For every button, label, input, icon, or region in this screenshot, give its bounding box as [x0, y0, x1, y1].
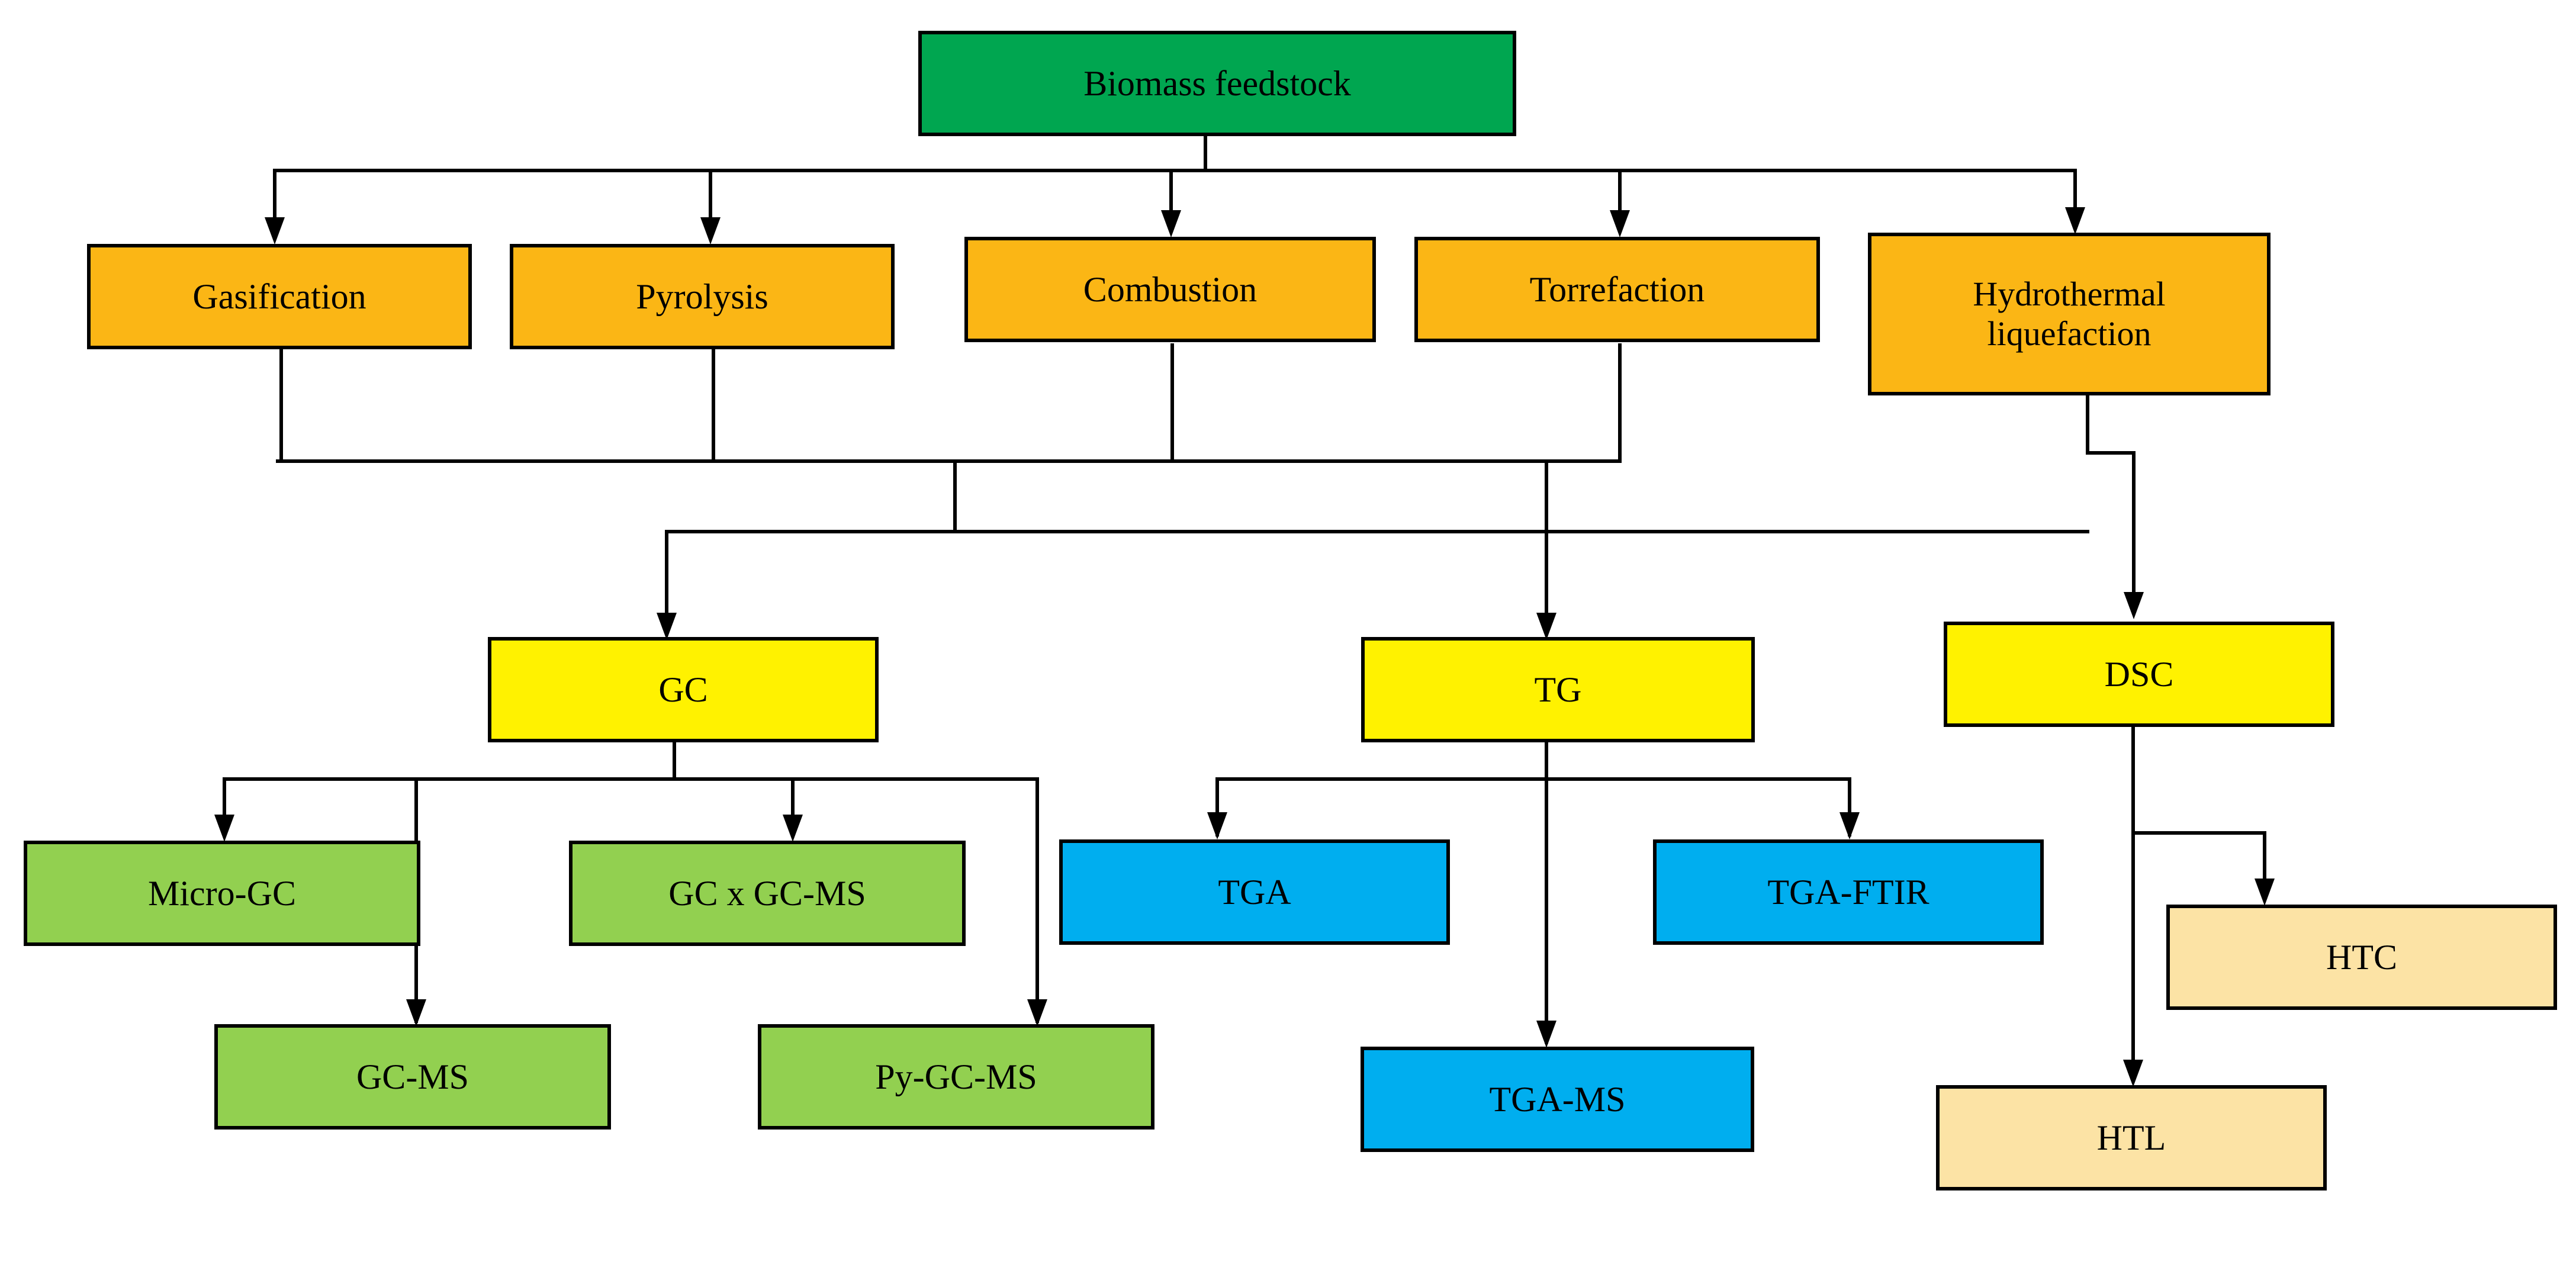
arrowhead-gcms	[406, 999, 426, 1027]
edge-combustion-down	[1170, 343, 1174, 463]
arrowhead-pygcms	[1027, 999, 1047, 1027]
edge-feedstock-to-hydrothermal	[2073, 169, 2077, 216]
node-label-gc-ms: GC-MS	[356, 1057, 469, 1096]
node-tga-ftir[interactable]: TGA-FTIR	[1653, 839, 2044, 945]
node-label-tga-ms: TGA-MS	[1489, 1079, 1626, 1119]
arrowhead-tga-ftir	[1839, 812, 1860, 839]
node-label-tga-ftir: TGA-FTIR	[1767, 872, 1929, 912]
edge-bus-to-tg	[1545, 459, 1548, 633]
edge-tg-to-tga-ms	[1545, 777, 1548, 1044]
edge-gc-bus	[223, 777, 1039, 781]
arrowhead-torrefaction	[1610, 210, 1630, 237]
arrowhead-pyrolysis	[700, 217, 721, 244]
arrowhead-combustion	[1161, 210, 1181, 237]
node-label-gc: GC	[658, 670, 708, 709]
edge-jog-to-htc	[2263, 831, 2266, 890]
node-label-biomass-feedstock: Biomass feedstock	[1083, 63, 1351, 103]
node-htl[interactable]: HTL	[1936, 1085, 2327, 1190]
node-biomass-feedstock[interactable]: Biomass feedstock	[918, 31, 1516, 136]
node-label-combustion: Combustion	[1083, 269, 1258, 309]
edge-torrefaction-down	[1618, 343, 1622, 463]
edge-tg-to-tga-ftir	[1848, 777, 1851, 836]
arrowhead-tga-ms	[1536, 1021, 1556, 1048]
node-label-pyrolysis: Pyrolysis	[636, 276, 768, 316]
edge-feedstock-to-gasification	[273, 169, 276, 225]
edge-tg-to-tga	[1215, 777, 1219, 836]
arrowhead-hydrothermal	[2065, 207, 2085, 234]
node-label-hydrothermal-line1: Hydrothermal	[1973, 274, 2166, 313]
node-gc-ms[interactable]: GC-MS	[214, 1024, 611, 1130]
node-label-dsc: DSC	[2104, 654, 2174, 694]
arrowhead-tga	[1207, 812, 1227, 839]
edge-dsc-to-htl	[2131, 831, 2135, 1081]
node-label-tg: TG	[1534, 670, 1582, 709]
edge-gasification-down	[279, 349, 283, 463]
node-hydrothermal-liquefaction[interactable]: Hydrothermal liquefaction	[1868, 233, 2271, 395]
edge-gc-to-gcxgcms	[791, 777, 795, 836]
node-tg[interactable]: TG	[1361, 637, 1755, 742]
edge-dsc-stem	[2131, 727, 2135, 835]
arrowhead-gasification	[265, 217, 285, 244]
node-htc[interactable]: HTC	[2166, 905, 2557, 1010]
edge-feedstock-to-combustion	[1169, 169, 1173, 219]
edge-bus-lower	[665, 530, 2089, 533]
edge-feedstock-bus	[273, 169, 2077, 172]
edge-feedstock-to-torrefaction	[1618, 169, 1622, 219]
node-pyrolysis[interactable]: Pyrolysis	[510, 244, 895, 349]
edge-gc-to-pygcms	[1035, 777, 1039, 1023]
node-tga[interactable]: TGA	[1059, 839, 1450, 945]
node-label-htl: HTL	[2096, 1118, 2166, 1157]
node-label-gc-x-gc-ms: GC x GC-MS	[668, 873, 866, 913]
edge-bus-upper-to-lower	[953, 459, 957, 533]
node-label-micro-gc: Micro-GC	[148, 873, 296, 913]
edge-feedstock-stem	[1204, 136, 1207, 172]
node-combustion[interactable]: Combustion	[964, 237, 1376, 342]
arrowhead-tg	[1536, 613, 1556, 640]
node-label-gasification: Gasification	[192, 276, 366, 316]
edge-dsc-to-htc-jog	[2131, 831, 2266, 835]
edge-hydrothermal-down	[2086, 395, 2089, 455]
node-gc-x-gc-ms[interactable]: GC x GC-MS	[569, 841, 966, 946]
node-tga-ms[interactable]: TGA-MS	[1361, 1047, 1754, 1152]
node-label-hydrothermal-line2: liquefaction	[1987, 314, 2152, 353]
node-gasification[interactable]: Gasification	[87, 244, 472, 349]
arrowhead-gcxgcms	[783, 815, 803, 842]
arrowhead-dsc	[2124, 592, 2144, 619]
edge-tg-bus	[1215, 777, 1851, 781]
node-gc[interactable]: GC	[488, 637, 879, 742]
edge-gc-to-micro-gc	[223, 777, 226, 836]
node-torrefaction[interactable]: Torrefaction	[1414, 237, 1820, 342]
edge-hydrothermal-jog	[2086, 451, 2136, 455]
edge-bus-upper	[276, 459, 1622, 463]
node-label-torrefaction: Torrefaction	[1529, 269, 1705, 309]
edge-feedstock-to-pyrolysis	[709, 169, 712, 225]
edge-tg-stem	[1545, 742, 1548, 780]
edge-gc-stem	[673, 742, 676, 780]
node-label-htc: HTC	[2326, 937, 2397, 977]
arrowhead-gc	[657, 613, 677, 640]
edge-bus-to-gc	[665, 530, 668, 633]
arrowhead-htl	[2123, 1060, 2143, 1087]
arrowhead-micro-gc	[214, 815, 234, 842]
node-label-py-gc-ms: Py-GC-MS	[875, 1057, 1037, 1096]
node-label-tga: TGA	[1218, 872, 1291, 912]
node-dsc[interactable]: DSC	[1944, 622, 2334, 727]
edge-pyrolysis-down	[712, 349, 715, 463]
node-micro-gc[interactable]: Micro-GC	[24, 841, 420, 946]
arrowhead-htc	[2255, 879, 2275, 906]
edge-jog-to-dsc	[2132, 451, 2136, 610]
node-py-gc-ms[interactable]: Py-GC-MS	[758, 1024, 1154, 1130]
